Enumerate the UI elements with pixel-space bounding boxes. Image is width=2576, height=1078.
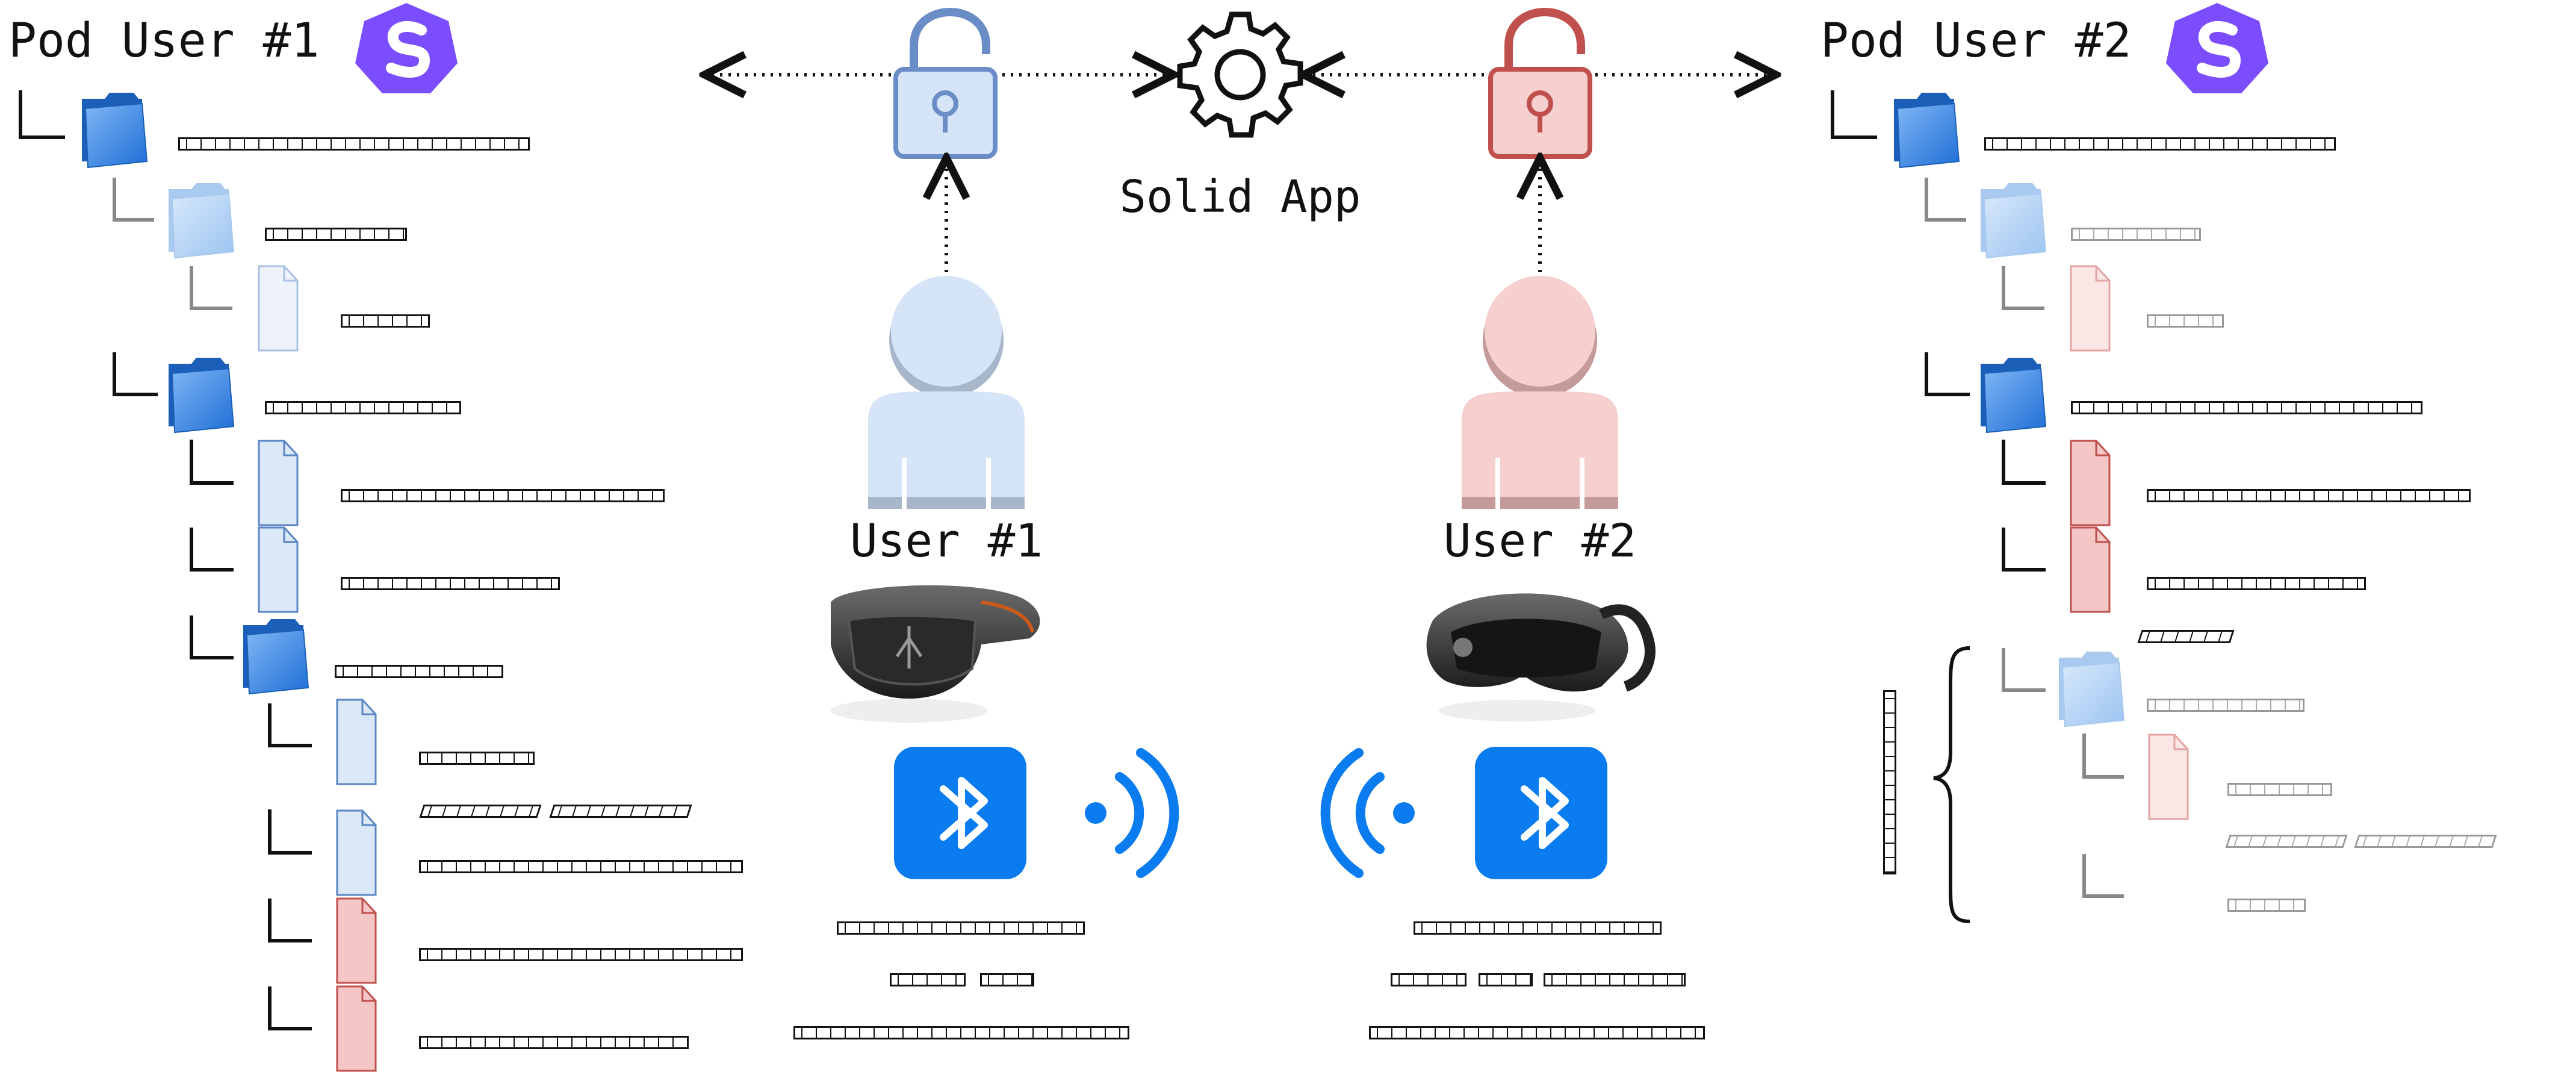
gear-icon — [1177, 11, 1303, 138]
list-item — [419, 860, 743, 873]
list-item — [2071, 401, 2422, 414]
vr-headset-icon — [1426, 593, 1656, 721]
caption-line — [1414, 921, 1662, 935]
folder-icon[interactable] — [168, 182, 234, 258]
list-item — [419, 948, 743, 961]
list-item — [2147, 577, 2366, 590]
document-icon[interactable] — [258, 440, 299, 526]
brace-icon — [1933, 646, 1970, 923]
caption-line — [1391, 973, 1466, 986]
tree-lines — [19, 90, 312, 1030]
document-icon[interactable] — [2148, 734, 2189, 820]
document-icon[interactable] — [258, 526, 299, 613]
caption-line — [1479, 973, 1533, 986]
list-item — [2147, 489, 2471, 502]
document-icon[interactable] — [2070, 265, 2111, 352]
open-lock-icon — [893, 7, 998, 159]
signal-waves-icon — [1085, 748, 1179, 878]
document-icon[interactable] — [2070, 440, 2111, 526]
list-item — [178, 137, 530, 151]
solid-logo-icon — [2166, 3, 2268, 93]
open-lock-icon — [1488, 7, 1592, 159]
user-2-label: User #2 — [1444, 514, 1636, 567]
list-item — [341, 489, 665, 502]
document-icon[interactable] — [336, 897, 377, 984]
center-flow: Solid App User #1 User #2 — [704, 7, 1776, 879]
folder-icon[interactable] — [1980, 182, 2046, 258]
list-item — [335, 665, 503, 678]
pod-1-title: Pod User #1 — [8, 14, 320, 68]
pod-user-1: Pod User #1 — [8, 3, 458, 1072]
user-1-label: User #1 — [850, 514, 1043, 567]
list-item — [2137, 630, 2235, 643]
list-item — [2071, 228, 2201, 241]
document-icon[interactable] — [336, 985, 377, 1072]
list-item — [549, 805, 692, 818]
list-item — [2147, 314, 2224, 328]
bluetooth-icon — [1475, 747, 1607, 879]
pod-2-title: Pod User #2 — [1820, 14, 2132, 68]
vertical-label — [1883, 690, 1896, 874]
document-icon[interactable] — [258, 265, 299, 352]
caption-line — [837, 921, 1085, 935]
caption-line — [1544, 973, 1686, 986]
list-item — [419, 805, 542, 818]
folder-icon[interactable] — [168, 357, 234, 433]
caption-line — [890, 973, 966, 986]
caption-line — [980, 973, 1034, 986]
signal-waves-icon — [1320, 748, 1415, 878]
folder-icon[interactable] — [2058, 651, 2124, 727]
person-icon — [868, 276, 1025, 509]
list-item — [419, 1036, 689, 1049]
document-icon[interactable] — [336, 699, 377, 785]
list-item — [2227, 783, 2332, 796]
folder-icon[interactable] — [1980, 357, 2046, 433]
tree-lines — [1831, 90, 2124, 898]
list-item — [341, 314, 430, 328]
person-icon — [1462, 276, 1618, 509]
list-item — [341, 577, 560, 590]
document-icon[interactable] — [2070, 526, 2111, 613]
document-icon[interactable] — [336, 809, 377, 896]
list-item — [2225, 835, 2348, 848]
list-item — [1984, 137, 2336, 151]
pod-user-2: Pod User #2 — [1820, 3, 2268, 923]
caption-line — [1369, 1026, 1705, 1039]
list-item — [2354, 835, 2497, 848]
list-item — [419, 752, 535, 765]
list-item — [2147, 699, 2304, 712]
ar-headset-icon — [831, 585, 1040, 723]
solid-app-label: Solid App — [1120, 171, 1361, 223]
bluetooth-icon — [894, 747, 1026, 879]
folder-icon[interactable] — [81, 92, 147, 168]
folder-icon[interactable] — [243, 618, 309, 694]
solid-logo-icon — [355, 3, 458, 93]
caption-line — [793, 1026, 1129, 1039]
folder-icon[interactable] — [1893, 92, 1960, 168]
list-item — [265, 228, 407, 241]
list-item — [2227, 899, 2306, 912]
list-item — [265, 401, 461, 414]
